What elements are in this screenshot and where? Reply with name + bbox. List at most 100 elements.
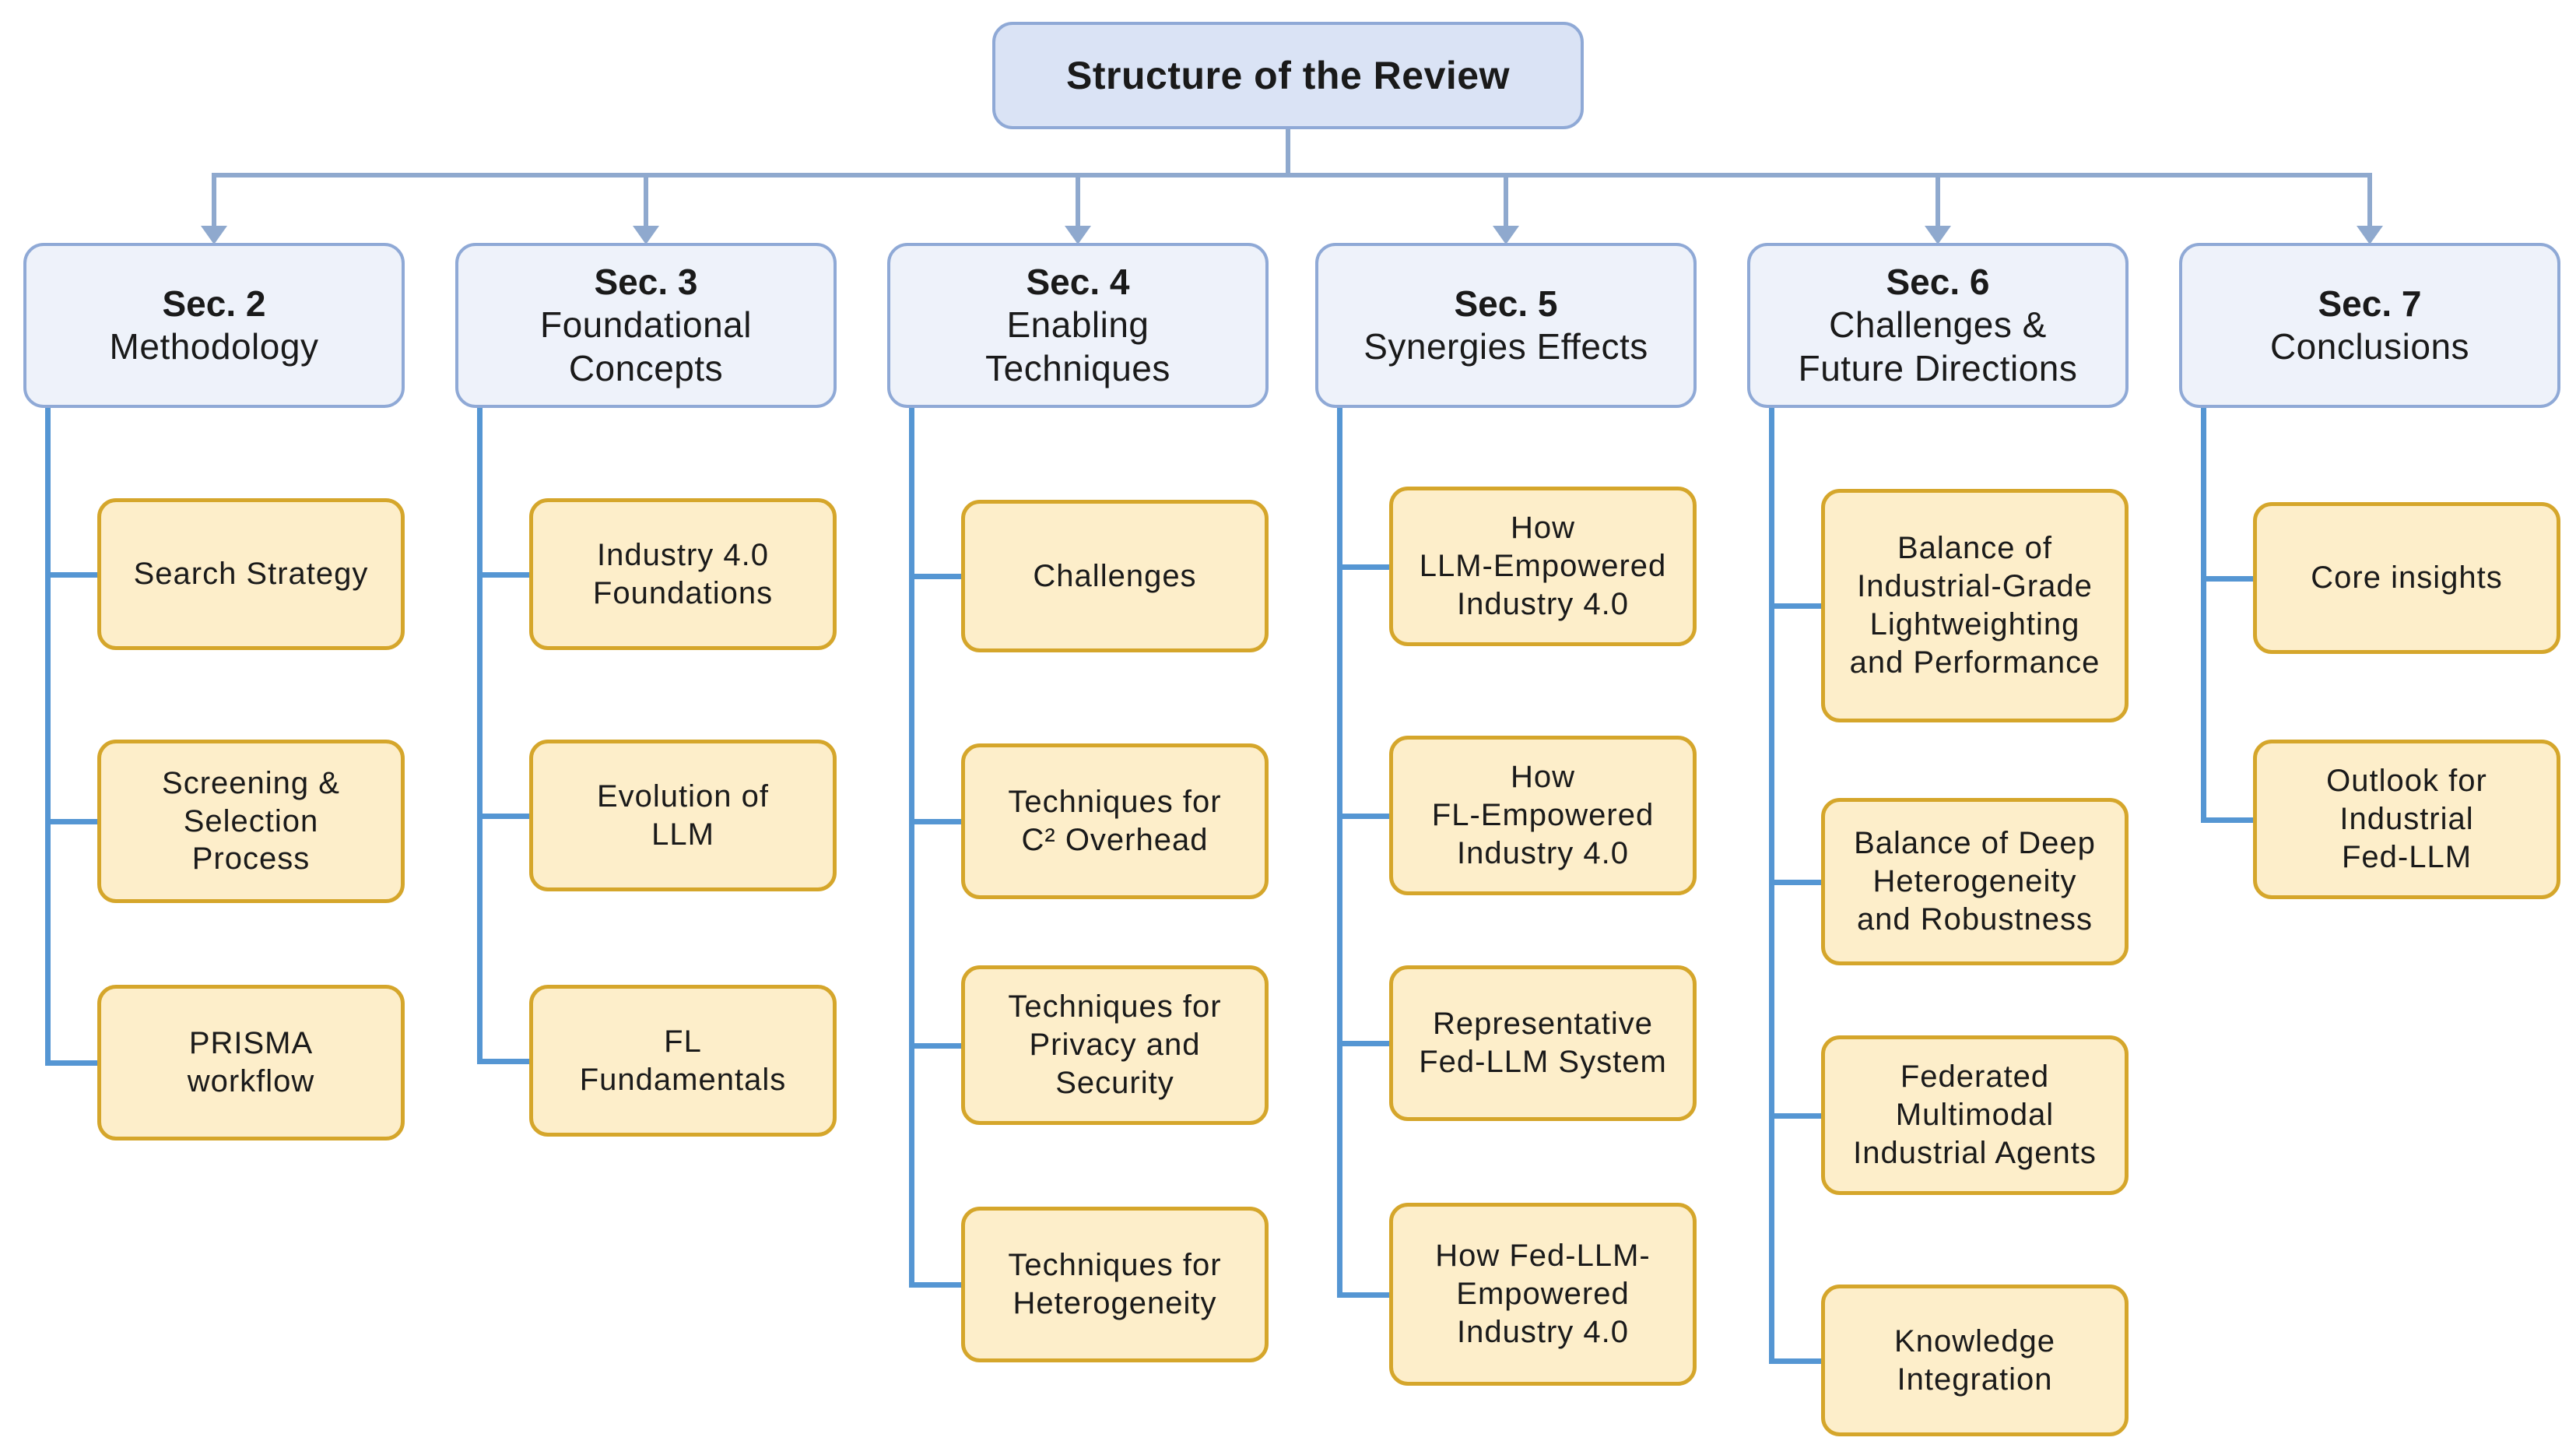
branch-trunk-line — [909, 408, 914, 1287]
topic-label: Screening & Selection Process — [162, 765, 340, 877]
diagram-title: Structure of the Review — [1066, 54, 1510, 97]
topic-box: Techniques for Heterogeneity — [961, 1207, 1269, 1362]
section-number: Sec. 7 — [2318, 283, 2422, 324]
topic-label: PRISMA workflow — [187, 1026, 315, 1098]
section-number: Sec. 2 — [162, 283, 266, 324]
branch-stub-line — [1337, 813, 1396, 819]
topic-label: Industry 4.0 Foundations — [592, 537, 774, 610]
branch-stub-line — [45, 1060, 104, 1066]
topic-box: How Fed-LLM- Empowered Industry 4.0 — [1389, 1203, 1697, 1386]
section-number: Sec. 6 — [1886, 262, 1990, 303]
section-name: Conclusions — [2269, 326, 2470, 367]
topic-label: Techniques for C² Overhead — [1008, 785, 1222, 857]
topic-label: How FL-Empowered Industry 4.0 — [1431, 760, 1655, 870]
topic-label: Outlook for Industrial Fed-LLM — [2326, 764, 2487, 874]
section-number: Sec. 3 — [594, 262, 698, 303]
topic-label: How Fed-LLM- Empowered Industry 4.0 — [1435, 1239, 1651, 1349]
topic-box: Balance of Industrial-Grade Lightweighti… — [1821, 489, 2129, 722]
branch-trunk-line — [45, 408, 51, 1065]
topic-box: PRISMA workflow — [97, 985, 405, 1140]
topic-box: Techniques for Privacy and Security — [961, 965, 1269, 1125]
section-name: Challenges & Future Directions — [1798, 304, 2078, 388]
topic-box: Search Strategy — [97, 498, 405, 650]
branch-stub-line — [1769, 879, 1828, 885]
topic-label: Techniques for Privacy and Security — [1008, 989, 1222, 1100]
topic-box: Balance of Deep Heterogeneity and Robust… — [1821, 798, 2129, 965]
section-name: Enabling Techniques — [985, 304, 1170, 388]
branch-stub-line — [909, 819, 968, 824]
distributor-line — [212, 173, 2372, 177]
section-number: Sec. 4 — [1026, 262, 1130, 303]
topic-box: Evolution of LLM — [529, 740, 837, 891]
arrow-stem-line — [212, 173, 216, 226]
topic-label: Representative Fed-LLM System — [1419, 1007, 1667, 1079]
topic-label: Techniques for Heterogeneity — [1008, 1248, 1222, 1320]
topic-box: Screening & Selection Process — [97, 740, 405, 903]
section-name: Synergies Effects — [1363, 326, 1648, 367]
arrow-stem-line — [1504, 173, 1508, 226]
branch-stub-line — [1769, 1112, 1828, 1119]
topic-box: How LLM-Empowered Industry 4.0 — [1389, 487, 1697, 646]
topic-label: Federated Multimodal Industrial Agents — [1853, 1060, 2097, 1170]
topic-label: Balance of Industrial-Grade Lightweighti… — [1849, 531, 2100, 680]
topic-box: Industry 4.0 Foundations — [529, 498, 837, 650]
topic-box: Knowledge Integration — [1821, 1285, 2129, 1436]
branch-trunk-line — [477, 408, 483, 1063]
topic-label: Challenges — [1033, 558, 1197, 593]
section-number: Sec. 5 — [1454, 283, 1558, 324]
topic-label: Balance of Deep Heterogeneity and Robust… — [1854, 826, 2096, 937]
branch-stub-line — [2201, 817, 2260, 823]
topic-box: Federated Multimodal Industrial Agents — [1821, 1035, 2129, 1195]
branch-stub-line — [2201, 575, 2260, 582]
branch-stub-line — [477, 1058, 536, 1064]
branch-stub-line — [1337, 1041, 1396, 1046]
branch-stub-line — [909, 1042, 968, 1049]
topic-box: Challenges — [961, 500, 1269, 652]
topic-box: Outlook for Industrial Fed-LLM — [2253, 740, 2560, 899]
arrow-stem-line — [2367, 173, 2372, 226]
topic-box: Techniques for C² Overhead — [961, 743, 1269, 899]
branch-trunk-line — [1337, 408, 1342, 1297]
branch-stub-line — [909, 1282, 968, 1288]
topic-label: Search Strategy — [133, 557, 369, 592]
section-name: Foundational Concepts — [540, 304, 752, 388]
branch-stub-line — [477, 571, 536, 578]
arrow-stem-line — [644, 173, 648, 226]
branch-stub-line — [1337, 564, 1396, 570]
branch-stub-line — [1769, 1358, 1828, 1364]
diagram-title-box: Structure of the Review — [992, 22, 1584, 129]
title-stem-line — [1286, 129, 1290, 177]
topic-box: How FL-Empowered Industry 4.0 — [1389, 736, 1697, 895]
topic-box: FL Fundamentals — [529, 985, 837, 1137]
branch-stub-line — [45, 571, 104, 578]
arrow-stem-line — [1936, 173, 1940, 226]
arrow-down-icon — [201, 226, 227, 244]
topic-label: FL Fundamentals — [579, 1024, 787, 1097]
branch-trunk-line — [2201, 408, 2206, 822]
arrow-down-icon — [2357, 226, 2383, 244]
arrow-down-icon — [1925, 226, 1951, 244]
branch-stub-line — [909, 574, 968, 579]
section-name: Methodology — [109, 326, 319, 367]
topic-label: How LLM-Empowered Industry 4.0 — [1419, 511, 1667, 621]
topic-label: Core insights — [2311, 561, 2503, 596]
topic-box: Core insights — [2253, 502, 2560, 654]
branch-stub-line — [1769, 603, 1828, 609]
branch-stub-line — [477, 813, 536, 819]
branch-stub-line — [1337, 1292, 1396, 1298]
branch-stub-line — [45, 819, 104, 824]
arrow-down-icon — [1493, 226, 1519, 244]
topic-label: Knowledge Integration — [1894, 1323, 2055, 1397]
topic-box: Representative Fed-LLM System — [1389, 965, 1697, 1121]
topic-label: Evolution of LLM — [596, 778, 770, 852]
arrow-down-icon — [1065, 226, 1091, 244]
arrow-stem-line — [1076, 173, 1080, 226]
arrow-down-icon — [633, 226, 659, 244]
